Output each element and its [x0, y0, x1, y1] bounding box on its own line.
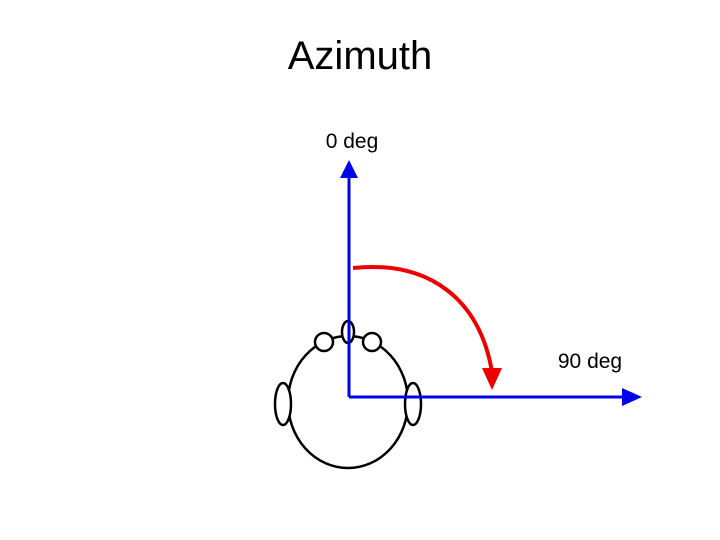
- right-ear: [403, 381, 423, 427]
- arc-curve: [352, 265, 494, 373]
- right-arrowhead: [622, 388, 642, 406]
- zero-deg-label: 0 deg: [326, 130, 379, 153]
- left-ear: [273, 381, 293, 427]
- ninety-deg-label: 90 deg: [558, 350, 622, 373]
- head-outline: [273, 319, 423, 470]
- azimuth-arc: [352, 265, 502, 390]
- right-eye: [361, 331, 383, 353]
- up-arrowhead: [340, 160, 358, 178]
- arc-arrowhead: [482, 368, 502, 390]
- left-eye: [313, 331, 335, 353]
- axes: [340, 160, 642, 406]
- slide-title: Azimuth: [287, 34, 433, 78]
